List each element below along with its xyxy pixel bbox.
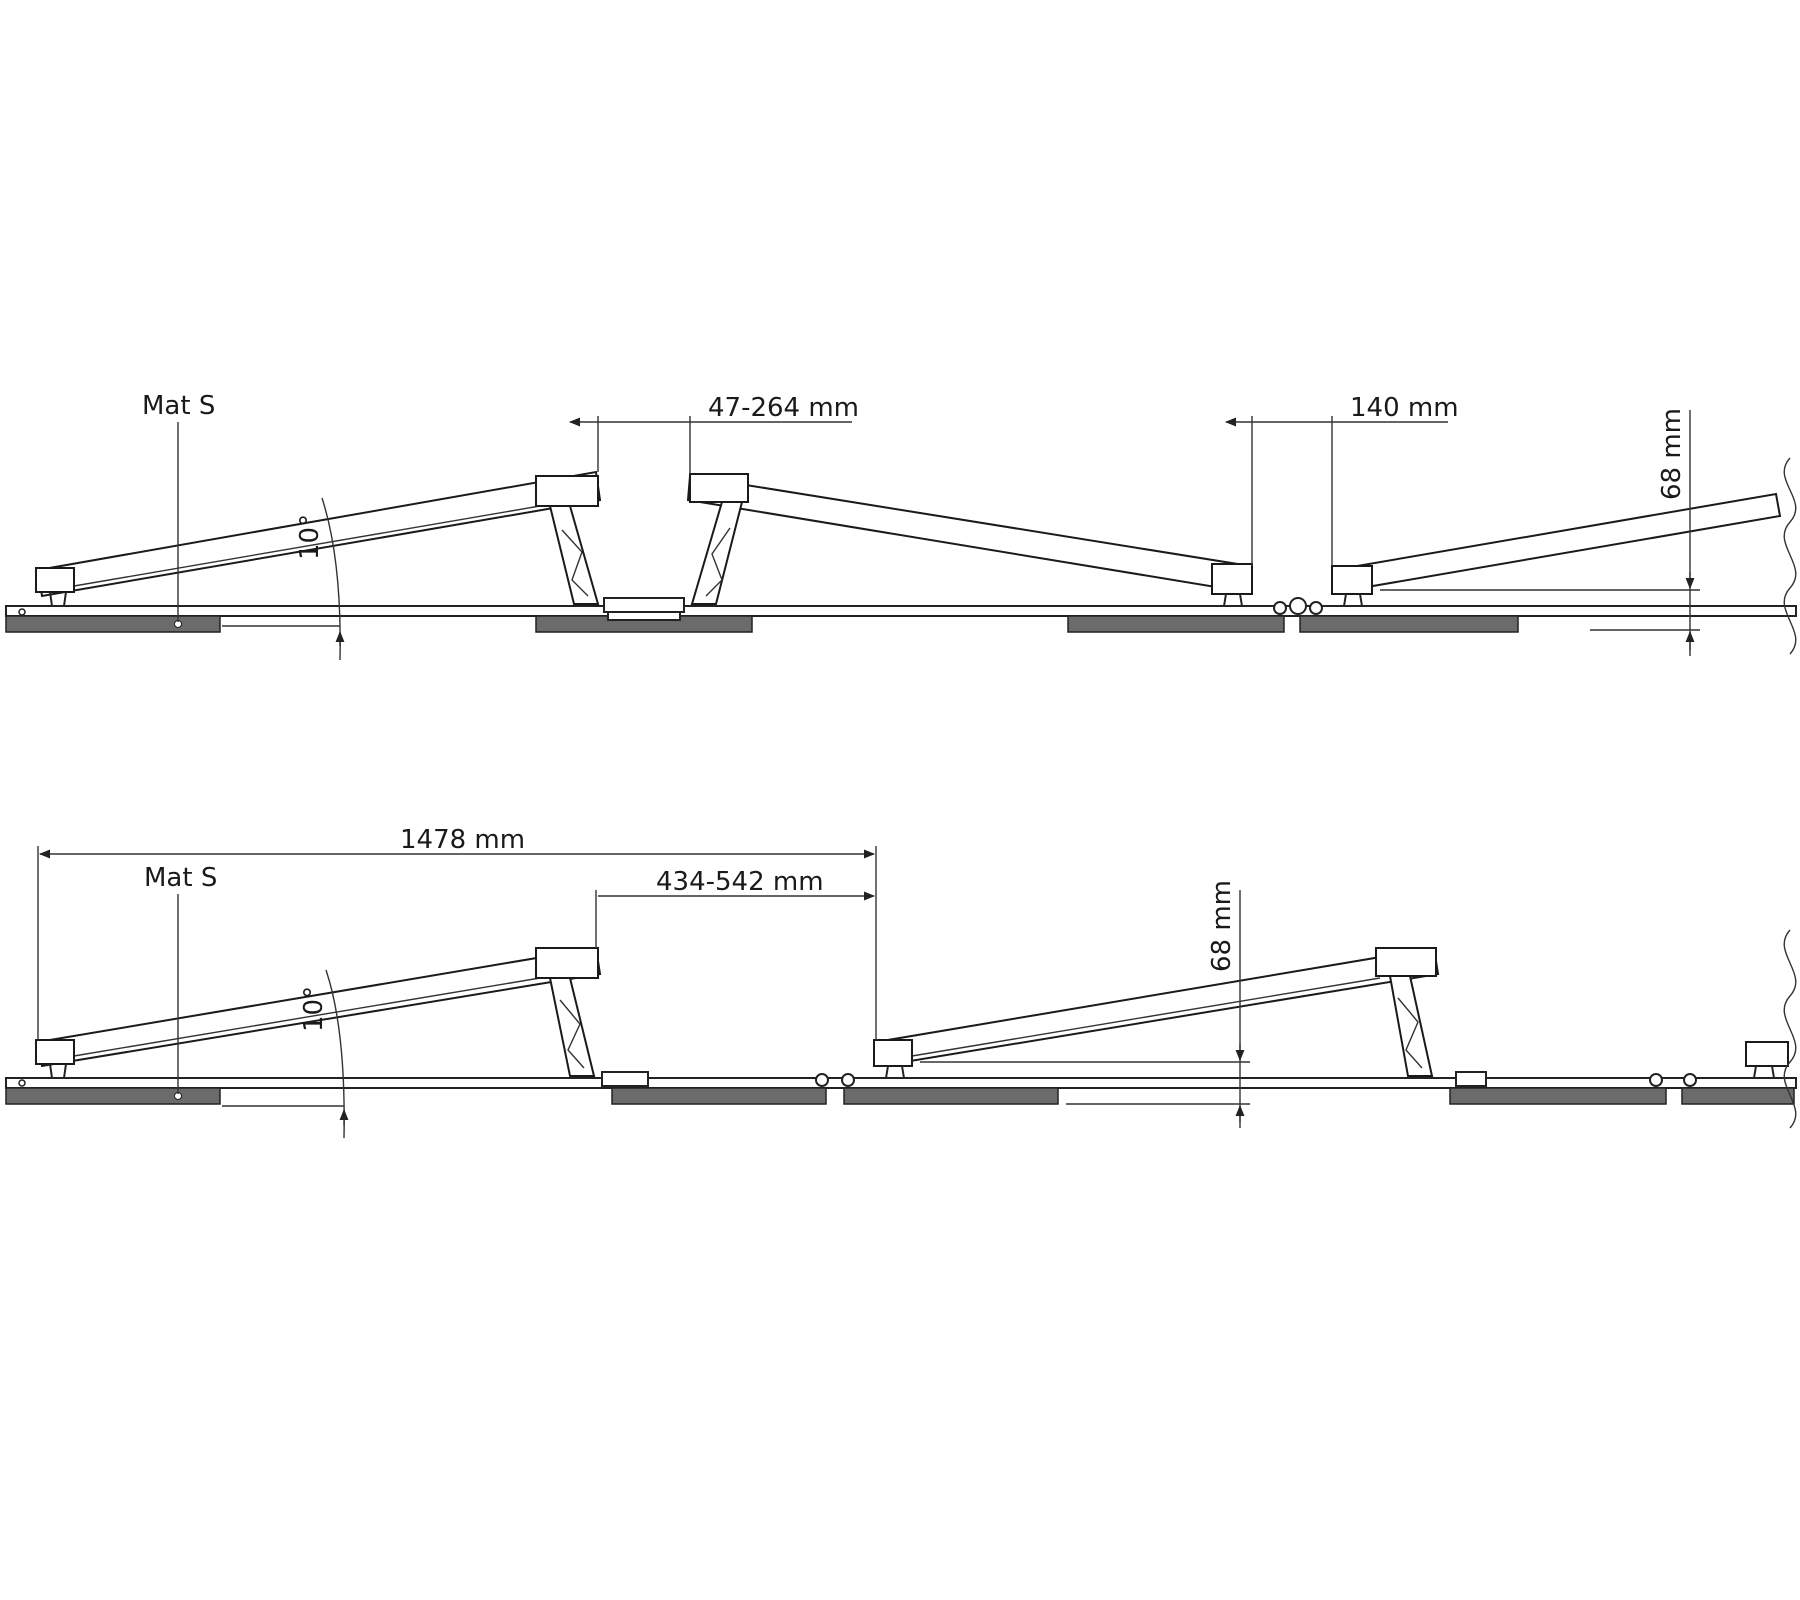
end-clamp [535, 475, 599, 507]
clamp-foot [44, 591, 74, 607]
leg-base [1455, 1071, 1487, 1087]
break-line [1783, 457, 1797, 655]
leg-bracing [1397, 997, 1423, 1069]
center-connector-plate [607, 611, 681, 621]
leg-bracing [559, 999, 585, 1069]
spacing-label: 140 mm [1350, 393, 1459, 423]
end-clamp [1331, 565, 1373, 595]
mat-label: Mat S [142, 391, 215, 421]
panel-frame-line [73, 505, 541, 587]
panel-frame-line [911, 977, 1381, 1057]
ballast-mat [1449, 1087, 1667, 1105]
solar-panel [686, 474, 1252, 594]
panel-frame-line [73, 977, 541, 1057]
end-clamp [535, 947, 599, 979]
break-line [1783, 929, 1797, 1129]
rail-connector [1649, 1073, 1697, 1087]
clamp-foot [880, 1065, 912, 1079]
end-clamp [35, 1039, 75, 1065]
rail-connector [815, 1073, 855, 1087]
solar-panel [1332, 492, 1782, 594]
ballast-mat [1299, 615, 1519, 633]
clamp-foot [44, 1063, 74, 1079]
end-clamp [873, 1039, 913, 1067]
ballast-mat [1681, 1087, 1795, 1105]
angle-label: 10° [299, 986, 329, 1032]
height-label: 68 mm [1207, 880, 1237, 972]
ground-rail [5, 605, 1797, 617]
clamp-foot [1748, 1065, 1780, 1079]
top-view: Mat S 10° 47-264 mm 140 mm 68 mm [5, 391, 1797, 661]
clamp-foot [1216, 593, 1250, 607]
length-label: 1478 mm [400, 825, 525, 855]
end-clamp [1211, 563, 1253, 595]
angle-label: 10° [295, 514, 325, 560]
rail-end-hole [18, 608, 26, 616]
ballast-mat [5, 615, 221, 633]
center-connector [603, 597, 685, 613]
support-leg [548, 977, 596, 1077]
clamp-foot [1338, 593, 1370, 607]
leg-base [601, 1071, 649, 1087]
end-clamp [1375, 947, 1437, 977]
bottom-view: 1478 mm Mat S 434-542 mm 10° 68 mm [5, 825, 1797, 1139]
end-clamp [1745, 1041, 1789, 1067]
mat-label: Mat S [144, 863, 217, 893]
ballast-mat [843, 1087, 1059, 1105]
ballast-mat [1067, 615, 1285, 633]
end-clamp [689, 473, 749, 503]
support-leg [690, 501, 744, 605]
ground-rail [5, 1077, 1797, 1089]
ballast-mat [5, 1087, 221, 1105]
ballast-mat [611, 1087, 827, 1105]
rail-end-hole [18, 1079, 26, 1087]
support-leg [1388, 975, 1434, 1077]
leg-bracing [561, 527, 731, 597]
gap-label: 47-264 mm [708, 393, 859, 423]
support-leg [548, 505, 600, 605]
gap-label: 434-542 mm [656, 867, 824, 897]
end-clamp [35, 567, 75, 593]
height-label: 68 mm [1657, 408, 1687, 500]
rail-connector [1273, 597, 1323, 615]
